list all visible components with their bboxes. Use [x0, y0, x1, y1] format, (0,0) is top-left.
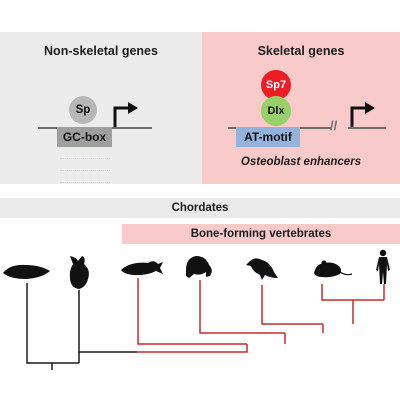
bone-forming-bar: Bone-forming vertebrates [122, 224, 400, 244]
branch [26, 283, 79, 364]
sp7-factor: Sp7 [261, 70, 291, 100]
sequence-break-icon: // [330, 118, 338, 133]
mouse-icon [314, 260, 353, 278]
branch [321, 284, 384, 301]
skeletal-panel: Skeletal genes // Sp7 Dlx AT-motif Osteo… [202, 32, 400, 184]
branch [261, 285, 323, 325]
branch [137, 344, 248, 353]
fish-icon [121, 261, 163, 276]
at-motif: AT-motif [236, 127, 300, 147]
skeletal-title: Skeletal genes [257, 44, 345, 58]
gc-box-motif: GC-box [57, 127, 112, 147]
human-icon [376, 249, 390, 284]
transcription-start-arrow-icon [350, 102, 375, 127]
sea-squirt-icon [69, 256, 89, 289]
faint-mark [60, 170, 110, 174]
osteoblast-enhancers-label: Osteoblast enhancers [240, 156, 362, 168]
dlx-factor: Dlx [261, 96, 291, 126]
ancestral-branches [26, 283, 137, 370]
faint-mark [60, 182, 110, 186]
branch [78, 290, 137, 353]
frog-icon [186, 256, 212, 278]
branch [199, 280, 285, 334]
bird-icon [246, 258, 278, 280]
chordates-bar: Chordates [0, 198, 400, 218]
transcription-start-arrow-icon [113, 102, 138, 127]
bone-forming-branches [137, 278, 385, 353]
non-skeletal-panel: Non-skeletal genes Sp GC-box [0, 32, 202, 184]
non-skeletal-title: Non-skeletal genes [44, 44, 158, 58]
dna-strand [348, 127, 386, 129]
faint-mark [60, 158, 110, 162]
branch [137, 278, 247, 345]
sp-factor: Sp [69, 96, 97, 124]
lancelet-icon [3, 264, 50, 279]
